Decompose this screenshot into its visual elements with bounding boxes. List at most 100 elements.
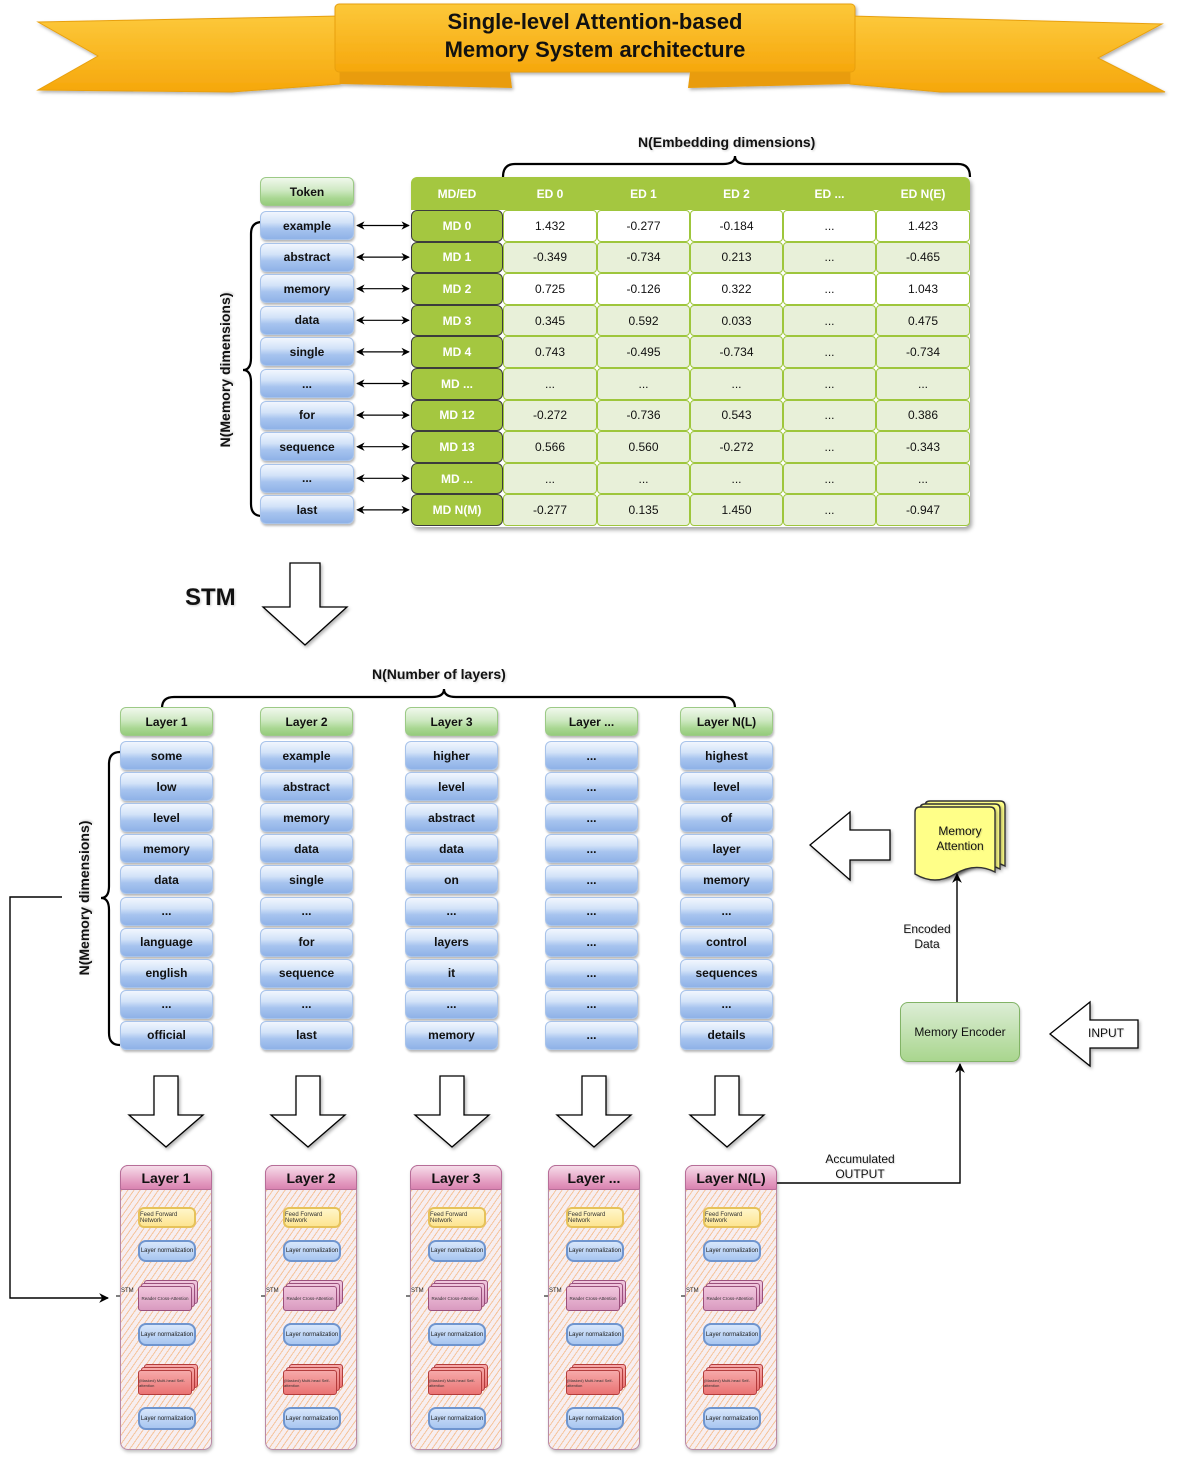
layer-memory-slot: layer (680, 834, 773, 864)
table-row-label: MD N(M) (411, 494, 503, 526)
layer-header: Layer N(L) (680, 707, 773, 736)
layer-memory-slot: memory (680, 865, 773, 895)
stm-input-label: STM (686, 1288, 699, 1294)
table-cell: -0.184 (690, 210, 783, 242)
token-item: for (260, 400, 354, 430)
stm-input-label: STM (549, 1288, 562, 1294)
token-item: single (260, 337, 354, 367)
table-cell: -0.736 (597, 399, 690, 432)
memory-attention-line-1: Memory (938, 824, 982, 838)
layer-memory-slot: ... (545, 803, 638, 833)
feed-forward-network-box: Feed Forward Network (428, 1207, 486, 1228)
layer-memory-slot: low (120, 772, 213, 802)
table-cell: -0.734 (597, 241, 690, 274)
feed-forward-network-box: Feed Forward Network (138, 1207, 196, 1228)
layer-memory-slot: control (680, 927, 773, 957)
layer-memory-slot: ... (545, 989, 638, 1019)
table-cell: 0.135 (597, 494, 690, 526)
table-cell: 0.725 (503, 273, 597, 305)
reader-cross-attention-box: Reader Cross-Attention (138, 1286, 192, 1311)
decoder-layer-header: Layer N(L) (685, 1165, 777, 1190)
banner-right-wing (849, 15, 1166, 93)
input-arrow-icon (1048, 1000, 1139, 1068)
memory-dimensions-brace-bottom (100, 750, 121, 1047)
table-cell: ... (783, 241, 876, 274)
table-cell: 0.345 (503, 304, 597, 337)
accumulated-output-line-2: OUTPUT (835, 1167, 885, 1181)
layer-memory-slot: data (120, 865, 213, 895)
layer-memory-slot: it (405, 958, 498, 988)
layer-memory-slot: of (680, 803, 773, 833)
feed-forward-network-box: Feed Forward Network (566, 1207, 624, 1228)
token-item: memory (260, 274, 354, 304)
decoder-layer-header: Layer 3 (410, 1165, 502, 1190)
table-cell: -0.272 (690, 431, 783, 463)
table-cell: ... (597, 368, 690, 400)
table-cell: -0.734 (876, 336, 970, 368)
table-row-label: MD 4 (411, 336, 503, 368)
layer-memory-slot: level (405, 772, 498, 802)
embedding-dimensions-brace (501, 155, 972, 178)
layer-memory-slot: ... (120, 896, 213, 926)
layer-memory-slot: sequence (260, 958, 353, 988)
layer-header: Layer 2 (260, 707, 353, 736)
title-line-2: Memory System architecture (444, 37, 746, 62)
layer-memory-slot: language (120, 927, 213, 957)
layer-memory-slot: ... (545, 772, 638, 802)
embedding-dimensions-label: N(Embedding dimensions) (638, 134, 816, 150)
banner-left-wing (36, 15, 341, 93)
layer-down-arrow-icon (413, 1075, 491, 1148)
token-item: sequence (260, 432, 354, 462)
stm-down-arrow-icon (261, 562, 349, 646)
table-cell: ... (783, 399, 876, 432)
layer-memory-slot: ... (405, 989, 498, 1019)
page-title: Single-level Attention-based Memory Syst… (335, 8, 855, 64)
layer-header: Layer 1 (120, 707, 213, 736)
table-cell: ... (876, 462, 970, 495)
feed-forward-network-box: Feed Forward Network (283, 1207, 341, 1228)
table-cell: ... (783, 336, 876, 368)
layer-memory-slot: ... (545, 927, 638, 957)
layer-down-arrow-icon (555, 1075, 633, 1148)
table-cell: 1.432 (503, 210, 597, 242)
table-cell: -0.272 (503, 399, 597, 432)
layer-norm-box: Layer normalization (138, 1323, 196, 1346)
layer-memory-slot: ... (545, 1020, 638, 1050)
layer-memory-slot: ... (680, 896, 773, 926)
table-cell: 0.386 (876, 399, 970, 432)
layer-memory-slot: ... (545, 896, 638, 926)
layer-down-arrow-icon (688, 1075, 766, 1148)
masked-self-attention-box: (Masked) Multi-head Self-attention (138, 1370, 192, 1395)
layer-norm-box: Layer normalization (428, 1323, 486, 1346)
layer-memory-slot: ... (545, 834, 638, 864)
title-line-1: Single-level Attention-based (447, 9, 743, 34)
layer-memory-slot: ... (545, 741, 638, 770)
table-cell: ... (597, 462, 690, 495)
table-cell: 0.560 (597, 431, 690, 463)
encoded-data-line-2: Data (914, 937, 940, 951)
layer-memory-slot: memory (260, 803, 353, 833)
table-cell: ... (783, 494, 876, 526)
reader-cross-attention-box: Reader Cross-Attention (703, 1286, 757, 1311)
table-cell: -0.126 (597, 273, 690, 305)
layer-memory-slot: level (120, 803, 213, 833)
memory-attention-doc-front (914, 806, 996, 881)
decoder-layer-header: Layer ... (548, 1165, 640, 1190)
accumulated-output-line-1: Accumulated (825, 1152, 895, 1166)
stm-input-label: STM (121, 1288, 134, 1294)
memory-dimensions-label-top: N(Memory dimensions) (217, 292, 233, 448)
reader-cross-attention-box: Reader Cross-Attention (566, 1286, 620, 1311)
token-item: last (260, 495, 354, 525)
accumulated-output-arrow (776, 1063, 965, 1184)
table-row-label: MD ... (411, 368, 503, 400)
encoded-data-line-1: Encoded (903, 922, 951, 936)
table-cell: 0.213 (690, 241, 783, 274)
table-cell: ... (876, 368, 970, 400)
table-cell: 0.566 (503, 431, 597, 463)
memory-dimensions-brace-top (242, 220, 263, 518)
layer-memory-slot: highest (680, 741, 773, 770)
table-cell: -0.277 (597, 210, 690, 242)
table-row-label: MD ... (411, 462, 503, 495)
number-of-layers-label: N(Number of layers) (372, 666, 506, 682)
table-cell: ... (503, 368, 597, 400)
